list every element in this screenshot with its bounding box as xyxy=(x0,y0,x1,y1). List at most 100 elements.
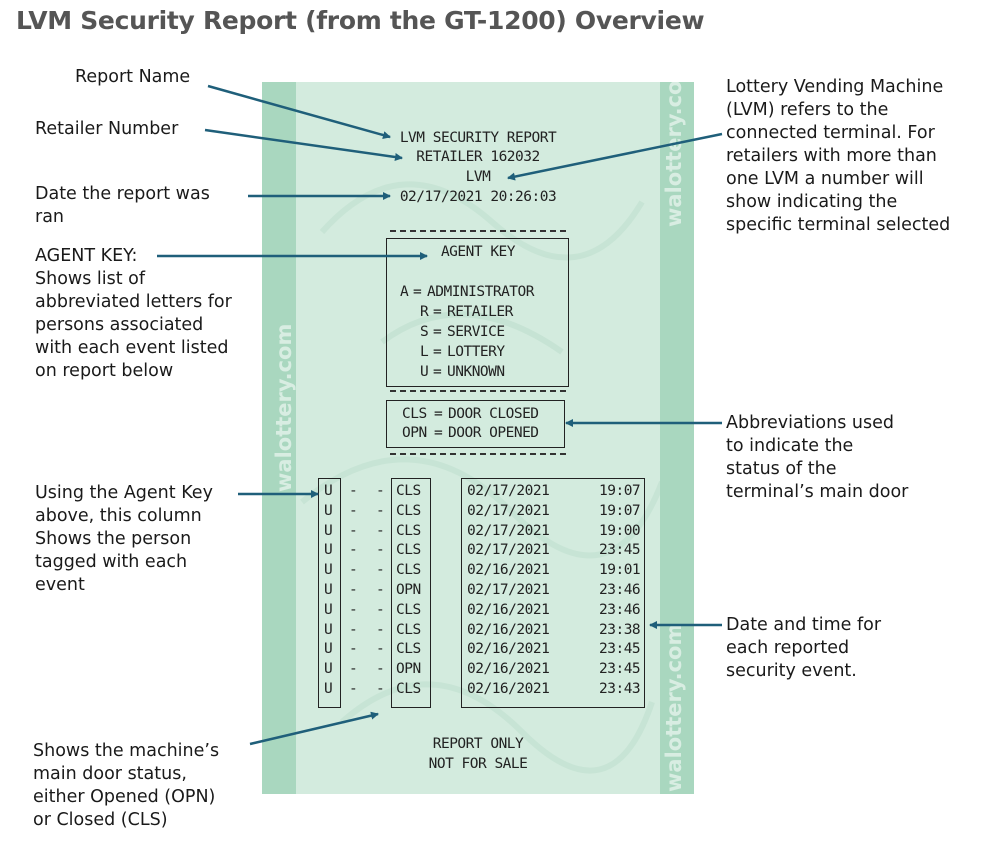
event-date: 02/16/2021 xyxy=(467,641,550,658)
event-dash: - xyxy=(376,522,385,539)
event-dash: - xyxy=(349,681,358,697)
event-agent: U xyxy=(324,621,333,638)
agent-key-label: LOTTERY xyxy=(447,344,505,360)
agent-column-box xyxy=(318,478,341,708)
agent-key-code: L xyxy=(420,344,429,360)
event-dash: - xyxy=(376,582,385,598)
retailer-line: RETAILER 162032 xyxy=(416,149,540,165)
watermark-left: walottery.com xyxy=(272,323,296,492)
annotation-agent-column: Using the Agent Key above, this column S… xyxy=(35,483,213,595)
footer-report-only: REPORT ONLY xyxy=(432,736,524,752)
event-agent: U xyxy=(324,562,333,579)
event-time: 23:46 xyxy=(599,582,641,598)
event-status: CLS xyxy=(396,562,421,579)
divider xyxy=(390,230,566,232)
agent-key-label: ADMINISTRATOR xyxy=(427,284,535,300)
event-status: CLS xyxy=(396,641,421,658)
event-dash: - xyxy=(349,542,358,559)
event-status: OPN xyxy=(396,582,421,598)
event-date: 02/17/2021 xyxy=(467,542,550,559)
event-date: 02/16/2021 xyxy=(467,681,550,697)
divider xyxy=(390,390,566,392)
agent-key-label: RETAILER xyxy=(447,304,513,320)
agent-key-equals: = xyxy=(433,324,442,340)
event-agent: U xyxy=(324,542,333,559)
event-dash: - xyxy=(376,542,385,559)
event-agent: U xyxy=(324,681,333,697)
event-dash: - xyxy=(349,483,358,499)
agent-key-equals: = xyxy=(433,304,442,320)
event-dash: - xyxy=(376,601,385,618)
annotation-door-status: Shows the machine’s main door status, ei… xyxy=(33,741,220,830)
agent-key-code: A xyxy=(400,284,409,300)
event-date: 02/17/2021 xyxy=(467,522,550,539)
door-key-code: OPN xyxy=(402,425,427,441)
event-status: CLS xyxy=(396,522,421,539)
door-key-label: DOOR OPENED xyxy=(448,425,539,441)
event-status: CLS xyxy=(396,621,421,638)
agent-key-box xyxy=(386,238,569,387)
event-date: 02/17/2021 xyxy=(467,483,550,499)
event-date: 02/16/2021 xyxy=(467,562,550,579)
event-status: CLS xyxy=(396,601,421,618)
event-date: 02/17/2021 xyxy=(467,502,550,519)
event-date: 02/16/2021 xyxy=(467,661,550,678)
report-name: LVM SECURITY REPORT xyxy=(399,130,557,146)
security-report-receipt: walottery.com walottery.com walottery.co… xyxy=(262,82,694,794)
report-datetime: 02/17/2021 20:26:03 xyxy=(399,189,557,205)
event-time: 19:00 xyxy=(599,522,641,539)
agent-key-equals: = xyxy=(433,364,442,380)
footer-not-for-sale: NOT FOR SALE xyxy=(428,756,528,772)
event-dash: - xyxy=(349,621,358,638)
agent-key-equals: = xyxy=(433,344,442,360)
right-stripe xyxy=(660,82,694,794)
annotation-retailer-number: Retailer Number xyxy=(35,119,179,139)
door-key-equals: = xyxy=(434,425,443,441)
event-time: 19:07 xyxy=(599,483,641,499)
event-agent: U xyxy=(324,522,333,539)
event-dash: - xyxy=(349,641,358,658)
annotation-agent-key: AGENT KEY: Shows list of abbreviated let… xyxy=(35,246,232,381)
event-time: 19:01 xyxy=(599,562,641,579)
event-agent: U xyxy=(324,601,333,618)
event-dash: - xyxy=(376,502,385,519)
event-time: 23:38 xyxy=(599,621,641,638)
lvm-label: LVM xyxy=(465,169,491,185)
event-time: 23:43 xyxy=(599,681,641,697)
event-agent: U xyxy=(324,661,333,678)
event-time: 23:45 xyxy=(599,641,641,658)
annotation-date-time: Date and time for each reported security… xyxy=(726,615,882,681)
left-stripe xyxy=(262,82,296,794)
annotation-date-ran: Date the report was ran xyxy=(35,184,210,227)
event-dash: - xyxy=(376,621,385,638)
event-status: CLS xyxy=(396,502,421,519)
door-key-code: CLS xyxy=(402,406,427,422)
event-agent: U xyxy=(324,641,333,658)
door-key-box xyxy=(386,400,565,448)
event-status: OPN xyxy=(396,661,421,678)
agent-key-label: UNKNOWN xyxy=(447,364,505,380)
event-date: 02/17/2021 xyxy=(467,582,550,598)
event-dash: - xyxy=(349,582,358,598)
event-status: CLS xyxy=(396,681,421,697)
event-agent: U xyxy=(324,582,333,598)
door-key-label: DOOR CLOSED xyxy=(448,406,539,422)
page-title: LVM Security Report (from the GT-1200) O… xyxy=(16,6,705,35)
agent-key-code: U xyxy=(420,364,429,380)
event-dash: - xyxy=(376,483,385,499)
event-dash: - xyxy=(349,502,358,519)
event-dash: - xyxy=(376,641,385,658)
event-time: 23:46 xyxy=(599,601,641,618)
event-agent: U xyxy=(324,502,333,519)
agent-key-code: S xyxy=(420,324,429,340)
event-dash: - xyxy=(349,601,358,618)
event-date: 02/16/2021 xyxy=(467,601,550,618)
event-dash: - xyxy=(376,681,385,697)
paper-swirl-pattern xyxy=(300,181,665,774)
agent-key-equals: = xyxy=(413,284,422,300)
divider xyxy=(390,453,566,455)
event-time: 23:45 xyxy=(599,661,641,678)
event-dash: - xyxy=(349,661,358,678)
agent-key-code: R xyxy=(420,304,429,320)
event-status: CLS xyxy=(396,542,421,559)
